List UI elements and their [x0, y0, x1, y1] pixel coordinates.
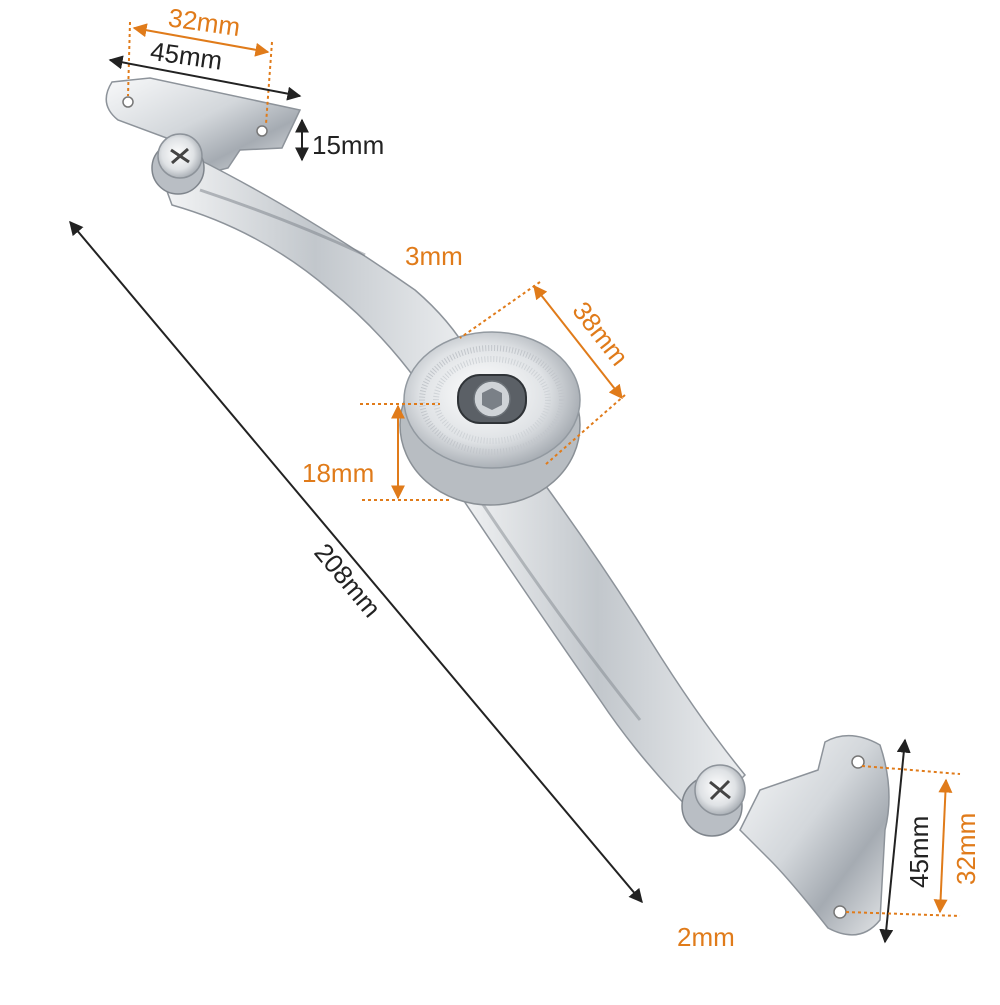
dim-top-width	[108, 55, 302, 101]
bottom-bracket	[739, 735, 890, 936]
screw-cross-icon	[709, 779, 731, 801]
mounting-hole	[833, 905, 847, 919]
label-plate-thickness: 2mm	[677, 922, 735, 952]
mounting-hole	[256, 125, 268, 137]
dim-overall-length	[69, 220, 643, 904]
label-hub-height: 18mm	[302, 458, 374, 488]
dim-bottom-hole-spacing	[845, 765, 961, 917]
mounting-hole	[851, 755, 865, 769]
label-bottom-hole-spacing: 32mm	[951, 813, 981, 885]
bottom-pivot-screw	[681, 764, 746, 837]
dim-bottom-width	[879, 738, 911, 944]
mounting-hole	[122, 96, 134, 108]
top-pivot-screw	[151, 133, 205, 195]
top-bracket	[105, 77, 302, 177]
label-bottom-width: 45mm	[904, 816, 934, 888]
label-overall-length: 208mm	[308, 537, 387, 623]
label-top-height: 15mm	[312, 130, 384, 160]
screw-cross-icon	[170, 147, 190, 165]
label-hub-diameter: 38mm	[567, 296, 635, 371]
lower-arm	[448, 477, 747, 822]
label-arm-thickness: 3mm	[405, 241, 463, 271]
friction-hub	[399, 331, 581, 506]
